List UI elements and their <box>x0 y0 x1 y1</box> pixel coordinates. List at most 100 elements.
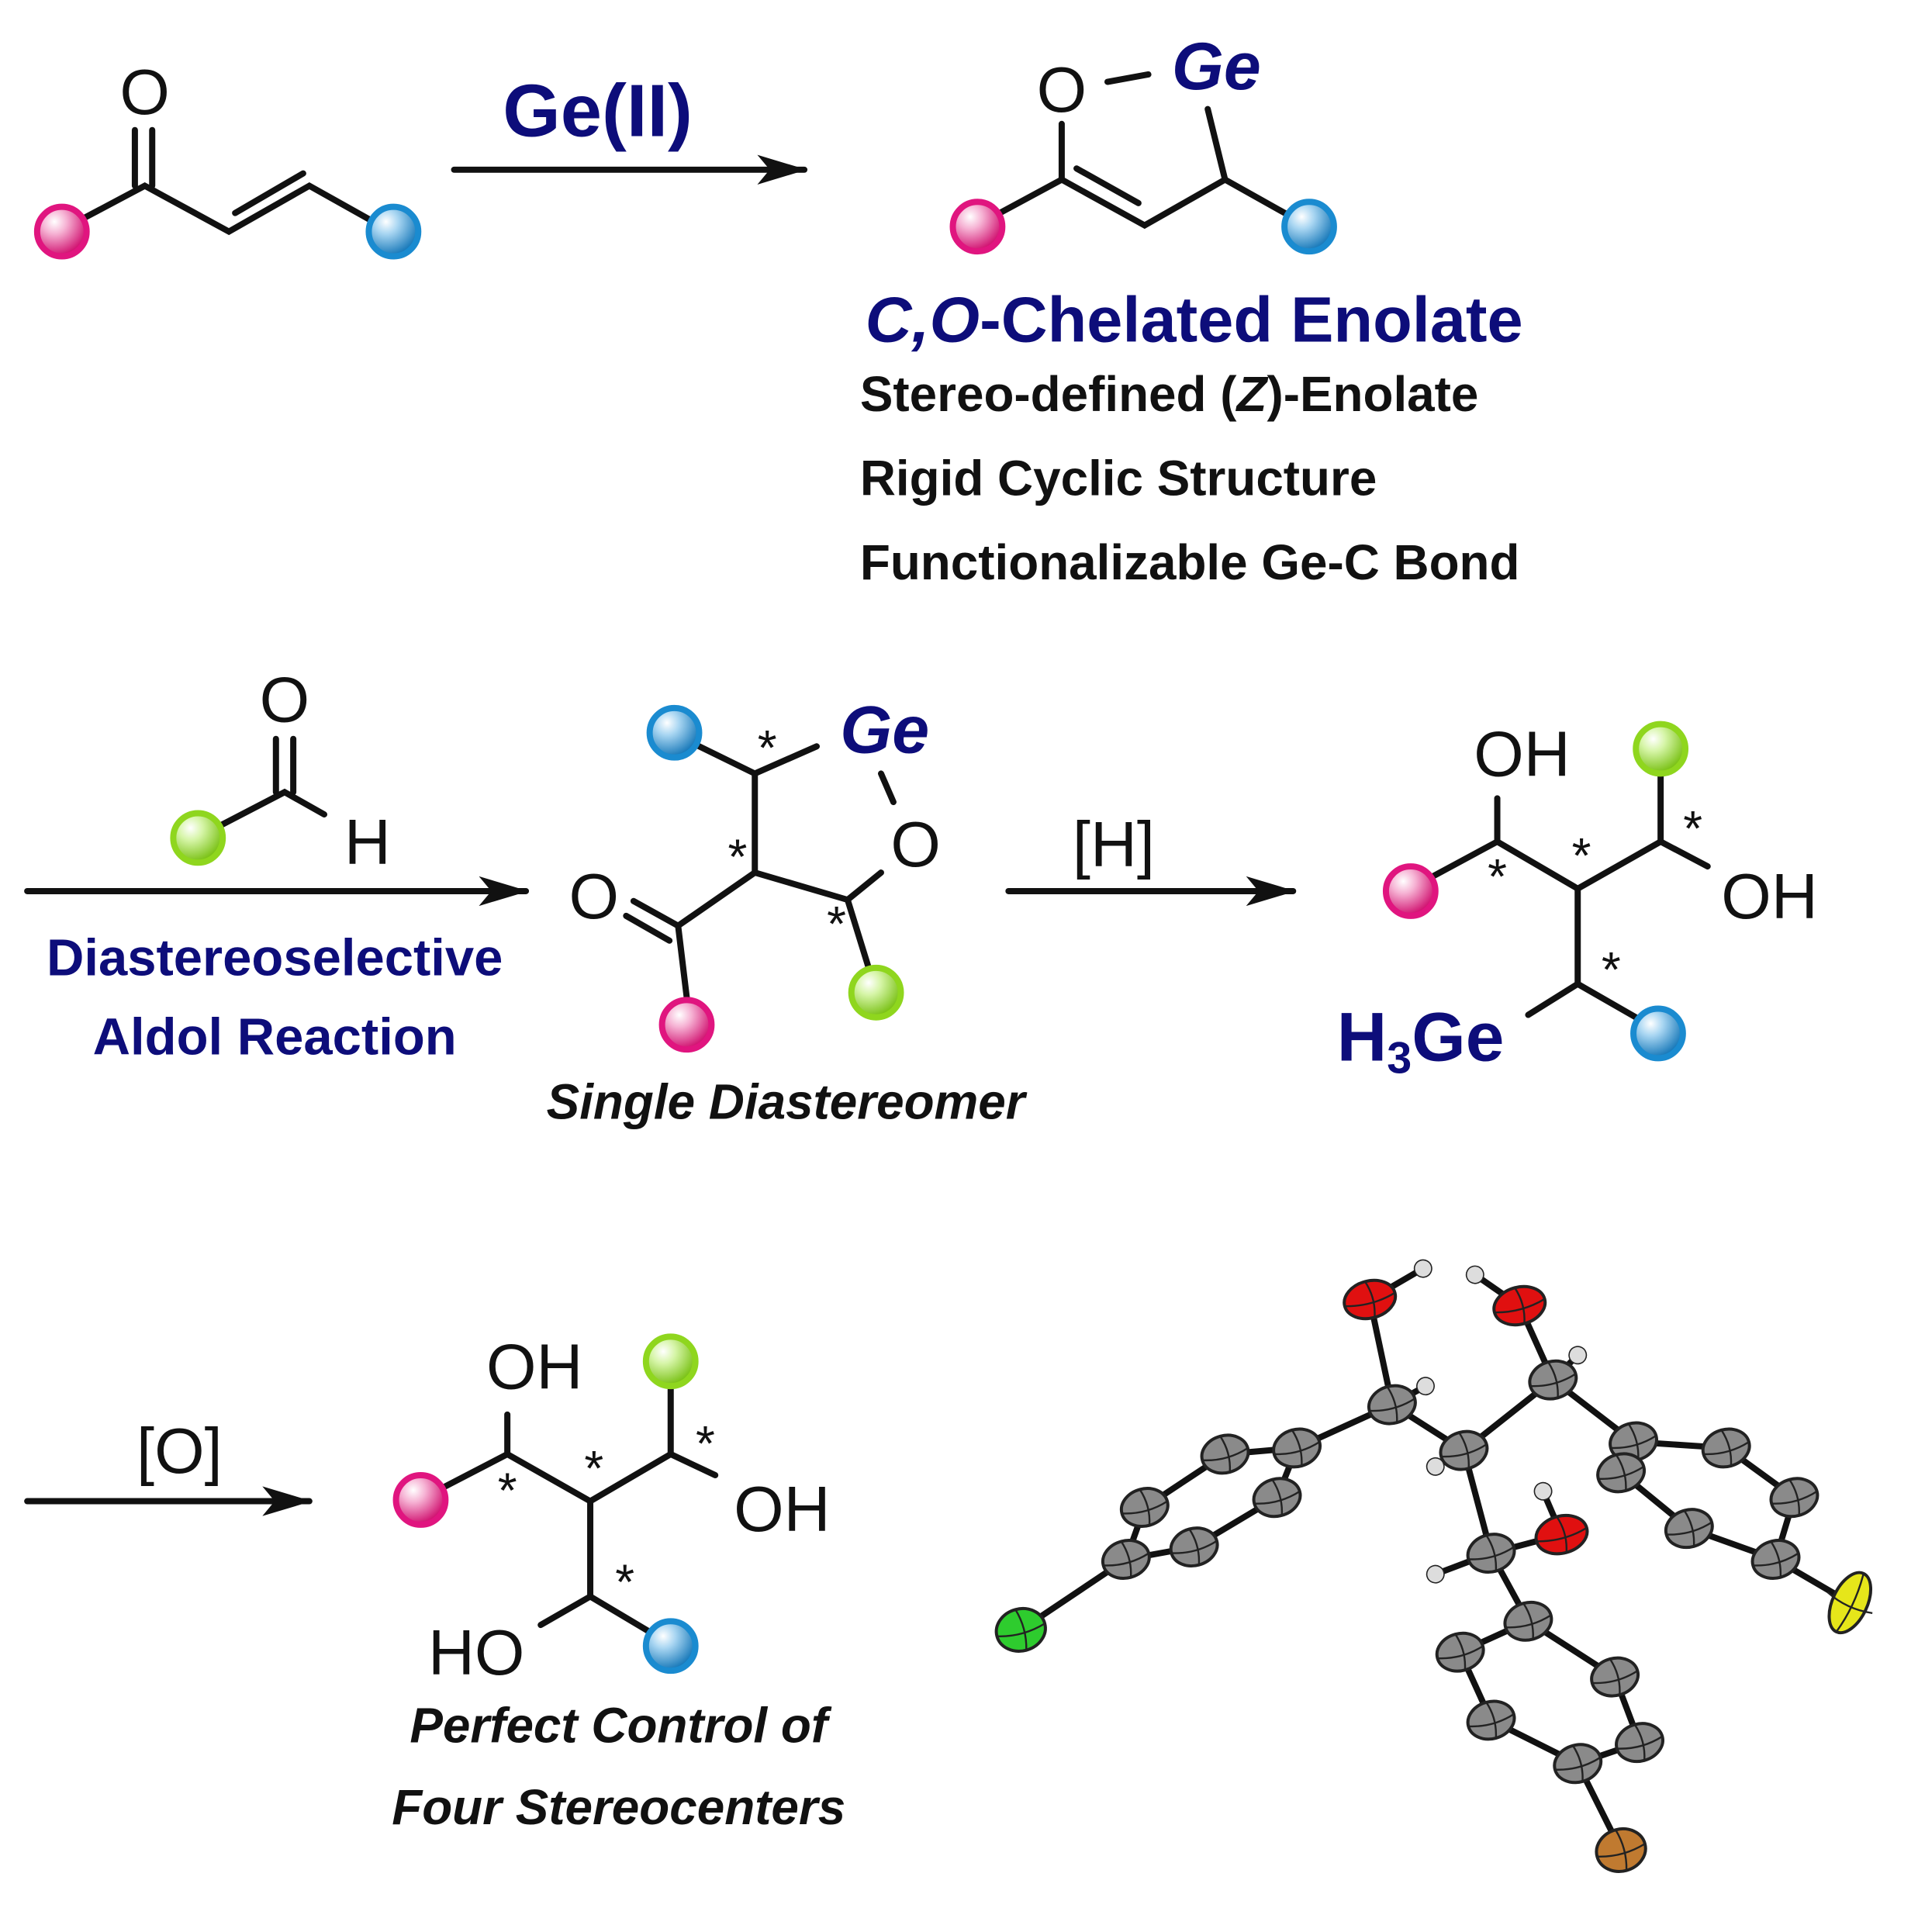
bond-chain <box>217 788 328 829</box>
bond <box>440 1450 719 1505</box>
ellipsoid-axes <box>1826 1573 1873 1633</box>
ellipsoid-axes <box>1369 1386 1415 1423</box>
bond <box>693 741 821 777</box>
ellipsoid-axes <box>1441 1432 1488 1469</box>
caption-line-1: Perfect Control of <box>410 1698 832 1754</box>
atom-fluorine <box>1827 1571 1873 1635</box>
bond <box>1525 980 1581 1018</box>
atom-carbon <box>1615 1722 1664 1764</box>
ellipsoid-axes <box>1771 1478 1818 1516</box>
stereocenter-asterisk: * <box>758 720 777 776</box>
ellipsoid-axes <box>997 1609 1045 1650</box>
ellipsoid-axes <box>1598 1454 1645 1491</box>
atom-carbon <box>1590 1656 1640 1698</box>
feature-rigid: Rigid Cyclic Structure <box>860 450 1377 506</box>
atom-carbon <box>1200 1433 1250 1475</box>
enone-reactant: O <box>33 56 422 260</box>
atom-carbon <box>1367 1384 1417 1426</box>
atom-carbon <box>1252 1477 1302 1519</box>
reagent-ge2: Ge(II) <box>503 70 693 153</box>
ellipsoid-axes <box>1591 1658 1639 1695</box>
bond <box>844 897 873 971</box>
atom-bromine <box>1595 1827 1647 1873</box>
atom-ge: Ge <box>1172 29 1261 104</box>
aldol-adduct: Ge O O * * * <box>569 693 941 1053</box>
enolate-title: C,O-Chelated Enolate <box>866 284 1523 356</box>
stereocenter-asterisk: * <box>827 896 846 952</box>
atom-oh: OH <box>1474 718 1570 790</box>
ellipsoid-axes <box>1468 1534 1515 1571</box>
pink-substituent-ball <box>33 203 90 260</box>
bond <box>752 770 884 904</box>
ellipsoid-axes <box>1103 1540 1149 1578</box>
stereocenter-asterisk: * <box>1602 942 1621 997</box>
feature-z-enolate: Stereo-defined (Z)-Enolate <box>860 366 1479 422</box>
atom-hydrogen <box>1533 1481 1553 1501</box>
blue-substituent-ball <box>1281 199 1337 255</box>
bond-c-ge <box>1204 105 1229 183</box>
stereocenter-asterisk: * <box>727 829 747 885</box>
atom-carbon <box>1101 1539 1151 1580</box>
pink-substituent-ball <box>1382 863 1439 919</box>
atom-oh: OH <box>1721 860 1817 932</box>
aldol-label-1: Diastereoselective <box>47 928 503 987</box>
stereocenter-asterisk: * <box>1488 848 1507 904</box>
atom-oh: OH <box>734 1473 830 1545</box>
stereocenter-asterisk: * <box>498 1463 517 1519</box>
ellipsoid-axes <box>1437 1633 1484 1671</box>
atom-o: O <box>1037 54 1087 126</box>
atom-o-keto: O <box>569 860 620 932</box>
atom-carbon <box>1435 1631 1485 1673</box>
pink-substituent-ball <box>949 199 1006 255</box>
green-substituent-ball <box>170 810 226 866</box>
stereocenter-asterisk: * <box>1572 828 1591 883</box>
pink-substituent-ball <box>392 1472 449 1528</box>
atom-hydrogen <box>1413 1259 1432 1278</box>
atom-ge: Ge <box>840 693 929 767</box>
ellipsoid-axes <box>1529 1361 1577 1398</box>
reagent-oxidation: [O] <box>137 1415 223 1487</box>
ellipsoid-axes <box>1468 1702 1515 1739</box>
ellipsoid-axes <box>1202 1436 1249 1473</box>
ellipsoid-axes <box>1554 1745 1602 1782</box>
enolate-product: O Ge <box>949 29 1337 255</box>
ellipsoid-axes <box>1121 1488 1168 1526</box>
atom-ho: HO <box>428 1616 524 1688</box>
stereocenter-asterisk: * <box>1683 800 1702 856</box>
atom-carbon <box>1466 1533 1516 1574</box>
bond <box>1429 838 1711 893</box>
pink-substituent-ball <box>658 997 715 1053</box>
stereocenter-asterisk: * <box>615 1554 634 1610</box>
ellipsoid-axes <box>1666 1509 1712 1547</box>
ellipsoid-axes <box>1597 1829 1646 1871</box>
bond <box>1073 165 1142 206</box>
ellipsoid-axes <box>1494 1287 1546 1324</box>
green-substituent-ball <box>848 964 904 1021</box>
atom-oxygen <box>1343 1278 1398 1321</box>
single-diastereomer-caption: Single Diastereomer <box>547 1074 1028 1130</box>
atom-carbon <box>1119 1487 1170 1528</box>
atom-oxygen <box>1534 1513 1589 1556</box>
green-substituent-ball <box>1633 721 1689 777</box>
bond <box>232 170 306 216</box>
atom-hydrogen <box>1426 1457 1445 1476</box>
aldol-label-2: Aldol Reaction <box>93 1008 457 1066</box>
atom-hydrogen <box>1465 1265 1484 1284</box>
stereocenter-asterisk: * <box>696 1415 715 1471</box>
atom-o: O <box>119 56 170 128</box>
feature-ge-c: Functionalizable Ge-C Bond <box>860 534 1520 590</box>
reduced-product: OH OH H3Ge * * * * <box>1337 718 1818 1084</box>
atom-carbon <box>1169 1526 1219 1567</box>
bond <box>630 897 682 929</box>
bond-ge-o <box>877 770 897 806</box>
tetraol-product: OH OH HO * * * * <box>392 1330 831 1688</box>
atom-carbon <box>1750 1539 1801 1580</box>
atom-carbon <box>1272 1427 1322 1469</box>
bond-chain <box>997 175 1291 230</box>
aldehyde-reagent: O H <box>170 663 391 878</box>
bond <box>623 912 673 944</box>
bond-o-ge <box>1104 71 1152 85</box>
ellipsoid-axes <box>1536 1516 1588 1553</box>
atom-carbon <box>1553 1743 1603 1785</box>
atom-o-ring: O <box>890 808 941 880</box>
